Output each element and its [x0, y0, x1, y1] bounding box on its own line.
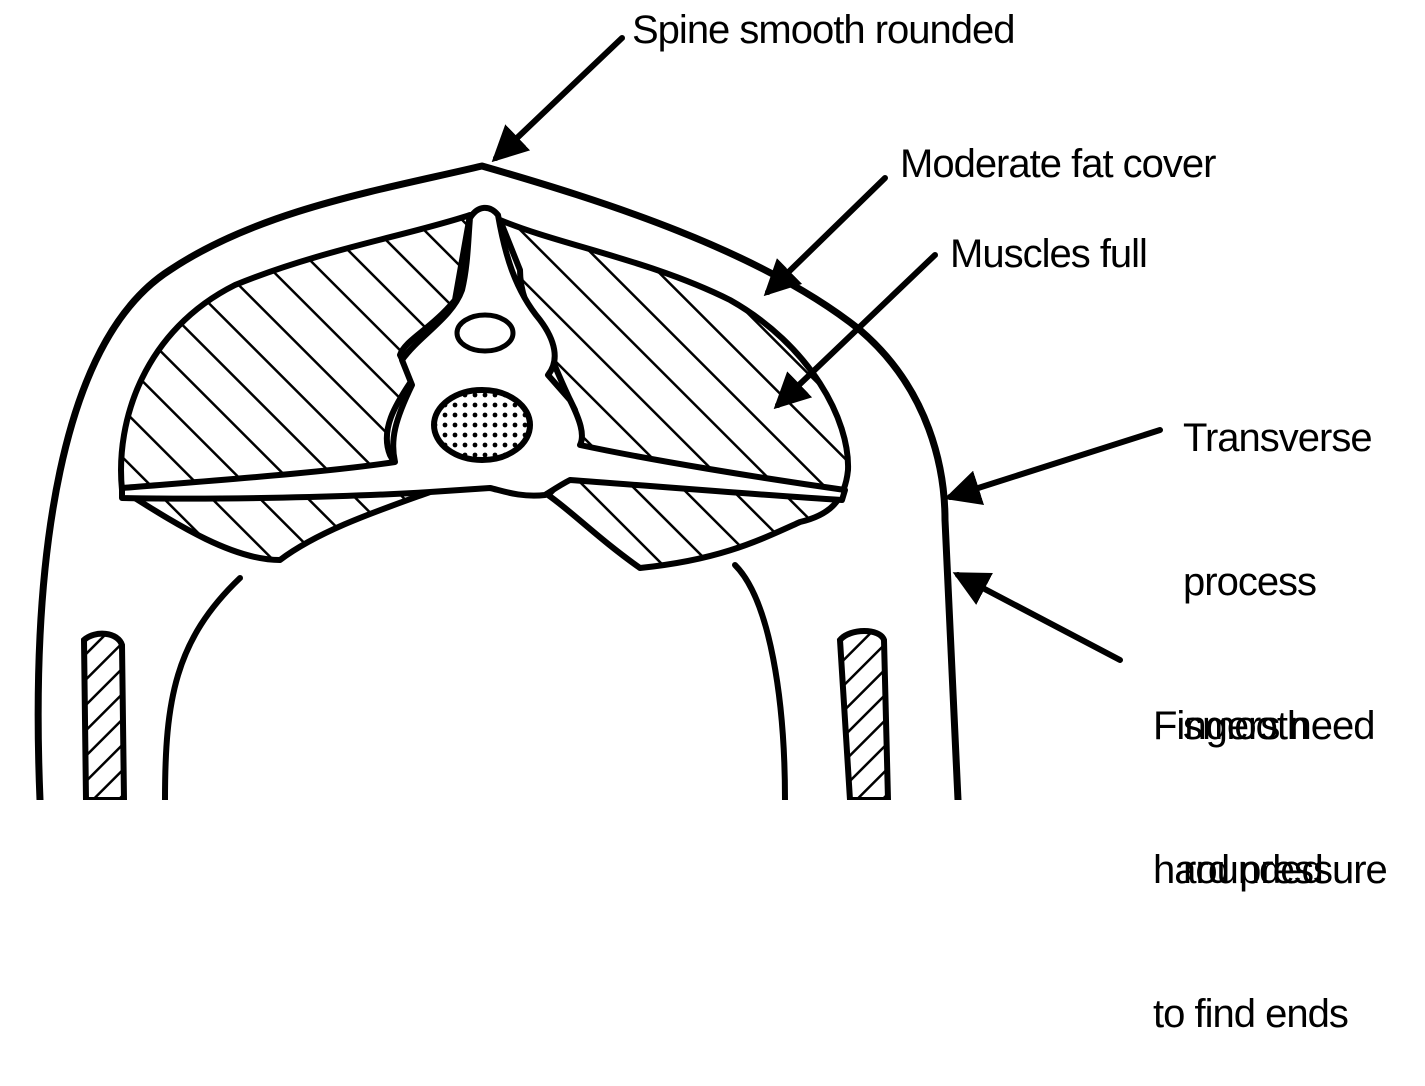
label-muscles: Muscles full	[950, 230, 1147, 278]
label-fingers-line: to find ends	[1153, 990, 1387, 1038]
right-rib	[840, 631, 888, 800]
label-transverse-line: process	[1183, 558, 1372, 606]
arrow-transverse-process	[950, 430, 1160, 497]
arrow-fingers	[958, 575, 1120, 660]
spinal-canal	[457, 315, 513, 351]
label-spine: Spine smooth rounded	[632, 6, 1015, 54]
arrow-muscles	[778, 255, 935, 405]
arrow-fat-cover	[768, 178, 885, 292]
arrow-spine	[496, 38, 622, 158]
label-fingers-line: Fingers need	[1153, 702, 1387, 750]
abdominal-cavity-outline	[165, 565, 785, 800]
label-fingers-line: hard pressure	[1153, 846, 1387, 894]
vertebral-body	[434, 390, 530, 460]
label-fingers: Fingers need hard pressure to find ends	[1153, 606, 1387, 1086]
label-transverse-line: Transverse	[1183, 414, 1372, 462]
label-fat-cover: Moderate fat cover	[900, 140, 1216, 188]
left-rib	[84, 634, 124, 800]
